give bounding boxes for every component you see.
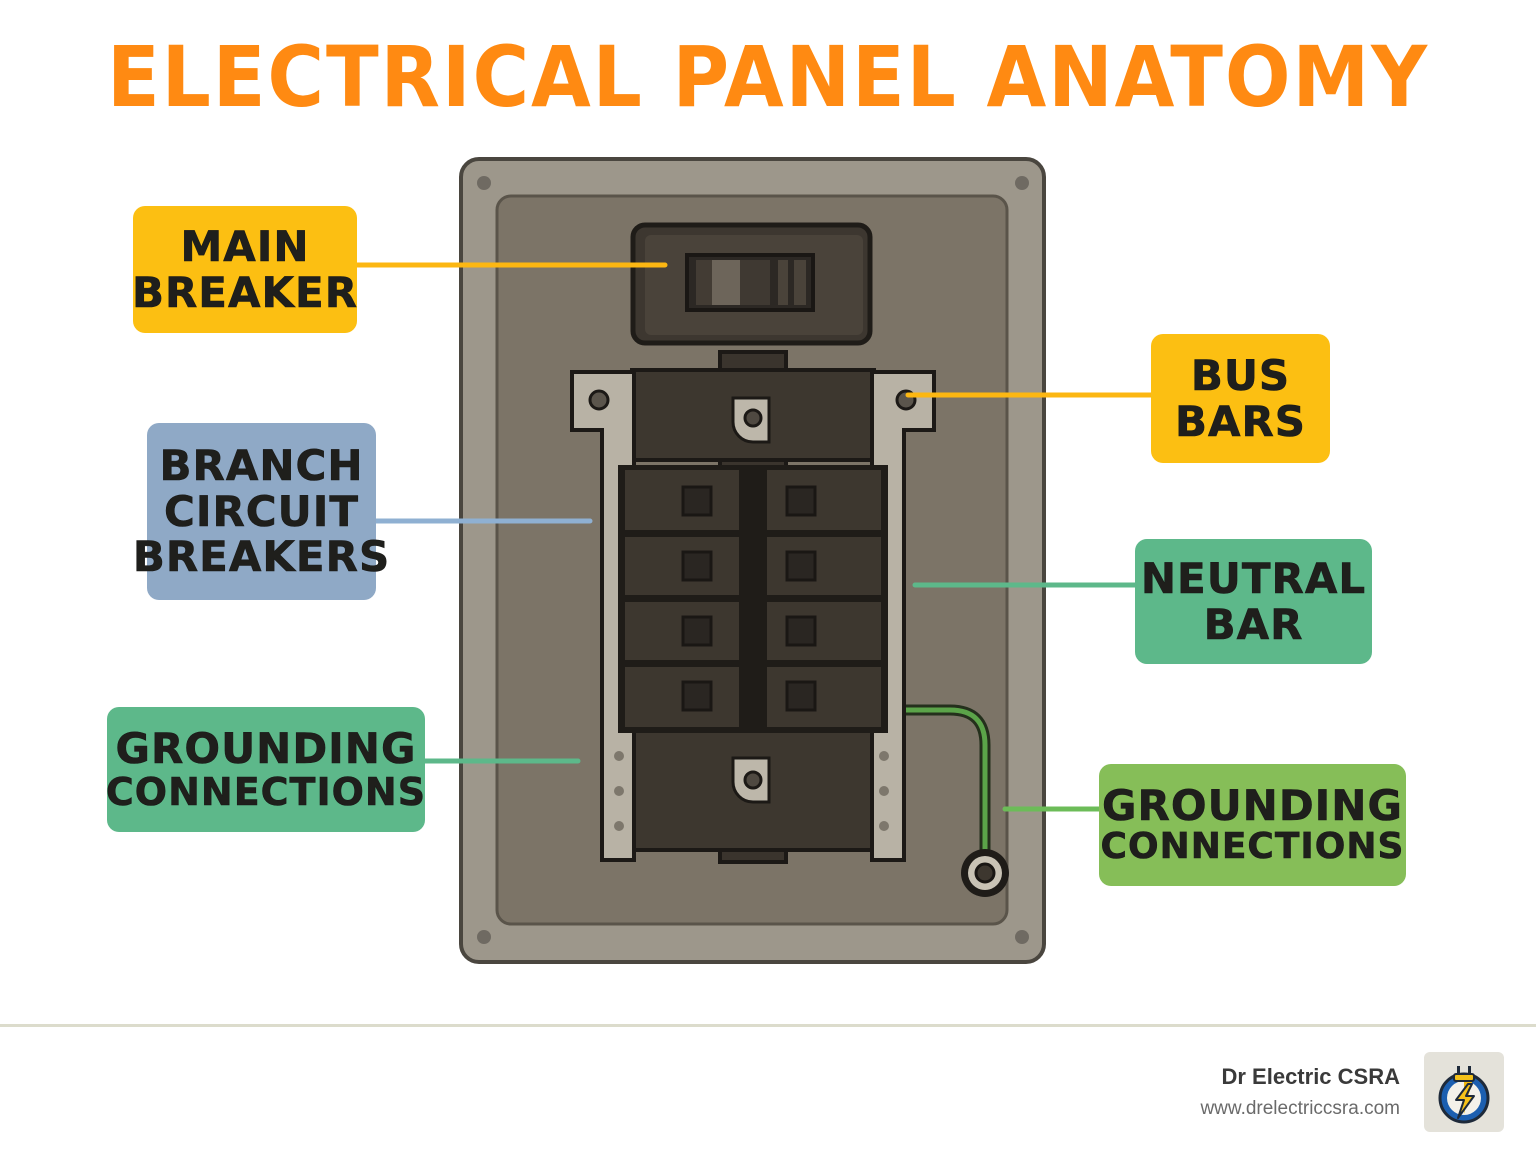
label-line: MAIN (180, 222, 310, 272)
label-line: CONNECTIONS (1100, 826, 1405, 868)
label-line: BREAKER (131, 267, 359, 317)
branch-breaker (767, 470, 881, 530)
label-line: BARS (1174, 396, 1307, 446)
label-line: CIRCUIT (164, 486, 359, 536)
frame-screw (1015, 176, 1029, 190)
lightning-plug-icon (1438, 1066, 1490, 1124)
main-breaker (630, 222, 873, 346)
frame-screw (477, 176, 491, 190)
label-line: BUS (1190, 351, 1291, 401)
brand-logo (1424, 1052, 1504, 1132)
brand-name: Dr Electric CSRA (1221, 1064, 1400, 1089)
label-line: NEUTRAL (1140, 554, 1367, 604)
footer-divider (0, 1024, 1536, 1027)
branch-breakers (618, 465, 888, 733)
electrical-panel-illustration (354, 157, 1154, 964)
label-line: BREAKERS (132, 532, 391, 582)
branch-breaker (767, 602, 881, 660)
label-grounding-connections-left: GROUNDING CONNECTIONS (105, 707, 427, 832)
branch-breaker (767, 667, 881, 727)
label-branch-circuit-breakers: BRANCH CIRCUIT BREAKERS (133, 423, 389, 600)
branch-breaker (625, 602, 739, 660)
label-bus-bars: BUS BARS (1151, 334, 1330, 463)
label-line: GROUNDING (115, 724, 417, 774)
branch-breaker (625, 537, 739, 595)
label-line: BRANCH (159, 441, 364, 491)
label-line: GROUNDING (1102, 780, 1403, 830)
branch-breaker (767, 537, 881, 595)
brand-url[interactable]: www.drelectriccsra.com (1200, 1098, 1400, 1119)
label-grounding-connections-right: GROUNDING CONNECTIONS (1099, 764, 1406, 886)
diagram-title: ELECTRICAL PANEL ANATOMY (107, 28, 1429, 126)
label-neutral-bar: NEUTRAL BAR (1135, 539, 1372, 664)
label-line: CONNECTIONS (105, 769, 427, 814)
label-main-breaker: MAIN BREAKER (131, 206, 359, 333)
frame-screw (477, 930, 491, 944)
branch-breaker (625, 667, 739, 727)
label-line: BAR (1203, 599, 1304, 649)
branch-breaker (625, 470, 739, 530)
frame-screw (1015, 930, 1029, 944)
